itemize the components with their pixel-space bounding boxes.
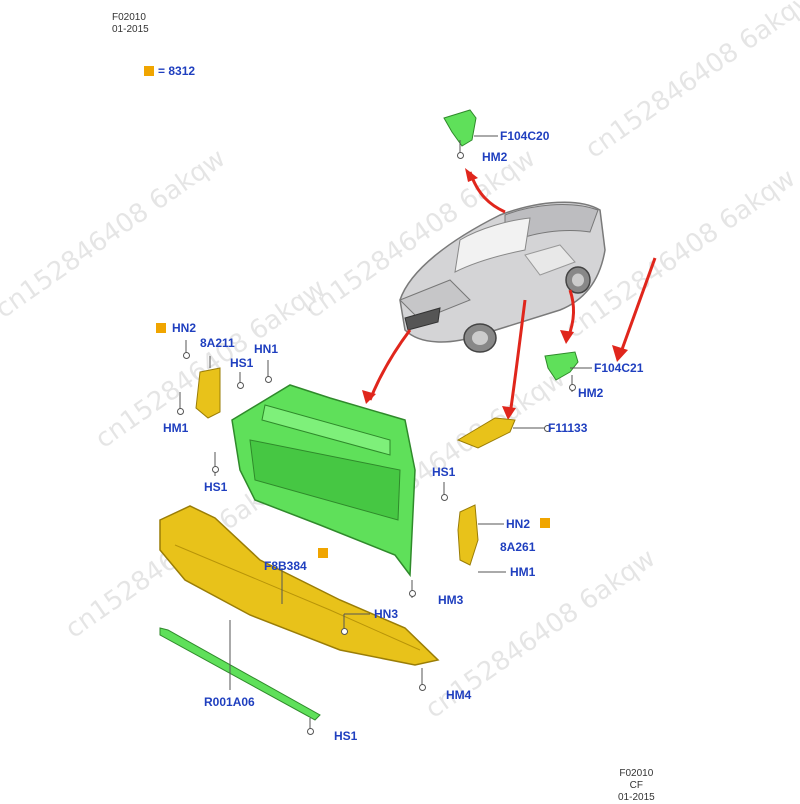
arrow-heads — [362, 168, 628, 420]
plate-f11133 — [456, 417, 516, 449]
label-hm1: HM1 — [163, 421, 189, 435]
label-f11133: F11133 — [548, 421, 588, 435]
bracket-f104c20 — [443, 109, 477, 147]
header-date: 01-2015 — [112, 24, 149, 35]
fastener-dot — [419, 684, 426, 691]
radiator-support — [231, 384, 416, 578]
label-f104c20: F104C20 — [500, 129, 550, 143]
fastener-dot — [544, 425, 551, 432]
legend-swatch — [144, 66, 154, 76]
footer-sub: CF — [629, 780, 644, 791]
header-code: F02010 — [112, 12, 146, 23]
label-hs1: HS1 — [432, 465, 456, 479]
bracket-8a261 — [457, 504, 479, 566]
label-hn2: HN2 — [506, 517, 531, 531]
label-f8b384: F8B384 — [264, 559, 307, 573]
fastener-dot — [237, 382, 244, 389]
label-f104c21: F104C21 — [594, 361, 644, 375]
label-hm1: HM1 — [510, 565, 536, 579]
legend-text: = 8312 — [158, 64, 196, 78]
fastener-dot — [457, 152, 464, 159]
footer: F02010 CF 01-2015 — [618, 768, 655, 804]
bracket-8a211 — [195, 367, 221, 419]
label-hn2: HN2 — [172, 321, 197, 335]
footer-code: F02010 — [619, 768, 654, 779]
label-hm4: HM4 — [446, 688, 472, 702]
deflector-strip — [159, 627, 321, 721]
fastener-dot — [341, 628, 348, 635]
label-hm3: HM3 — [438, 593, 464, 607]
fastener-dot — [212, 466, 219, 473]
label-hn3: HN3 — [374, 607, 399, 621]
label-hm2: HM2 — [578, 386, 604, 400]
fastener-dot — [177, 408, 184, 415]
splash-shield — [159, 505, 440, 666]
car-illustration — [399, 201, 606, 353]
fastener-dot — [441, 494, 448, 501]
footer-date: 01-2015 — [618, 792, 655, 803]
label-hm2: HM2 — [482, 150, 508, 164]
fastener-dot — [409, 590, 416, 597]
marker-square — [318, 548, 328, 558]
label-8a261: 8A261 — [500, 540, 536, 554]
fastener-dot — [307, 728, 314, 735]
marker-square — [540, 518, 550, 528]
header: F02010 01-2015 — [112, 12, 149, 36]
label-hs1: HS1 — [334, 729, 358, 743]
label-r001a06: R001A06 — [204, 695, 255, 709]
bracket-f104c21 — [544, 351, 579, 381]
fastener-dot — [569, 384, 576, 391]
label-8a211: 8A211 — [200, 336, 235, 350]
marker-square — [156, 323, 166, 333]
label-hs1: HS1 — [230, 356, 254, 370]
fastener-dot — [183, 352, 190, 359]
fastener-dot — [265, 376, 272, 383]
label-hn1: HN1 — [254, 342, 279, 356]
label-hs1: HS1 — [204, 480, 228, 494]
